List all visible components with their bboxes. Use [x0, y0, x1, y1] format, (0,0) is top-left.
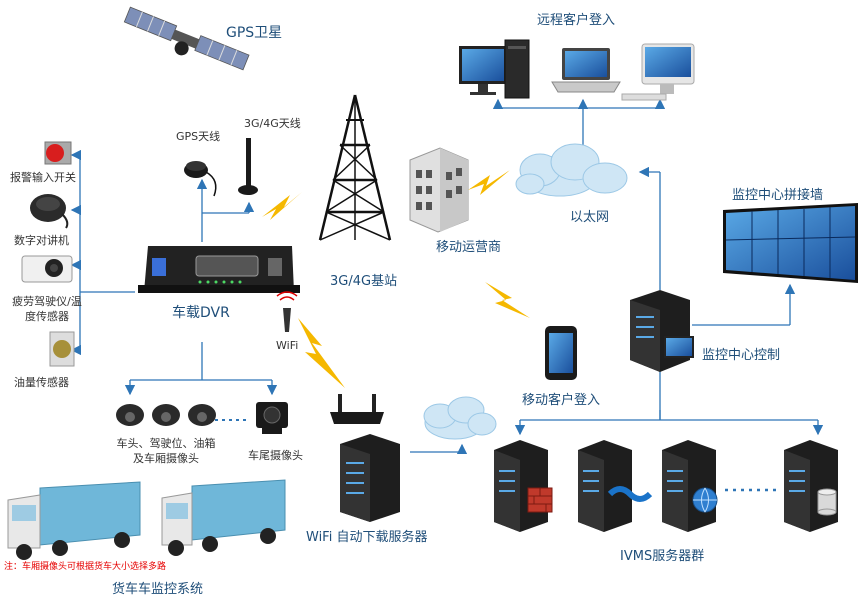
alarm-switch-label: 报警输入开关 [10, 171, 76, 184]
wireless-links [262, 170, 530, 388]
front-cameras-label: 车头、驾驶位、油箱及车厢摄像头 [116, 437, 216, 465]
ethernet-label: 以太网 [570, 210, 610, 225]
ivms-servers-label: IVMS服务器群 [620, 549, 705, 564]
intercom-label: 数字对讲机 [14, 234, 69, 247]
desktop-pc-icon [459, 39, 530, 99]
connector-lines [70, 98, 824, 492]
wifi-antenna-icon [276, 291, 298, 332]
system-title: 货车车监控系统 [112, 582, 204, 597]
fuel-sensor-icon [49, 331, 75, 367]
dome-camera-icon [116, 404, 216, 426]
monitor-control-label: 监控中心控制 [702, 348, 781, 363]
mobile-client-label: 移动客户登入 [522, 393, 601, 408]
server-database-icon [784, 440, 838, 532]
rear-camera-label: 车尾摄像头 [248, 449, 303, 462]
rear-camera-icon [256, 402, 288, 434]
server-firewall-icon [494, 440, 553, 532]
gps-antenna-label: GPS天线 [176, 130, 221, 143]
fatigue-sensor-label: 疲劳驾驶仪/温度传感器 [12, 295, 82, 323]
gps-satellite-label: GPS卫星 [226, 25, 283, 41]
remote-client-label: 远程客户登入 [537, 13, 616, 28]
operator-building-icon [409, 147, 469, 233]
monitor-wall-label: 监控中心拼接墙 [732, 188, 824, 203]
control-server-icon [630, 290, 694, 372]
server-network-icon [578, 440, 653, 532]
vehicle-dvr-icon [138, 246, 300, 293]
camera-note: 注：车厢摄像头可根据货车大小选择多路 [4, 562, 167, 572]
ethernet-cloud-icon [515, 143, 628, 197]
mobile-phone-icon [545, 326, 577, 380]
intercom-icon [30, 194, 69, 229]
fatigue-sensor-icon [21, 255, 73, 283]
wifi-router-icon [330, 394, 384, 424]
vehicle-dvr-label: 车载DVR [172, 305, 230, 321]
base-station-label: 3G/4G基站 [330, 274, 398, 289]
laptop-icon [551, 48, 621, 93]
imac-icon [621, 43, 695, 101]
wifi-cloud-icon [423, 396, 497, 440]
wifi-server-icon [340, 434, 400, 522]
antenna-3g4g-label: 3G/4G天线 [244, 117, 301, 130]
truck-icon-right [161, 479, 286, 556]
alarm-switch-icon [44, 141, 72, 165]
truck-icon-left [7, 481, 141, 560]
mobile-operator-label: 移动运营商 [436, 240, 502, 255]
cell-tower-icon [318, 94, 392, 241]
gps-satellite-icon [123, 6, 250, 71]
gps-antenna-icon [184, 161, 217, 197]
monitor-wall-icon [723, 203, 858, 283]
antenna-3g4g-icon [238, 138, 258, 195]
wifi-server-label: WiFi 自动下载服务器 [306, 530, 428, 545]
fuel-sensor-label: 油量传感器 [14, 376, 69, 389]
wifi-label: WiFi [276, 339, 299, 352]
server-globe-icon [662, 440, 718, 532]
